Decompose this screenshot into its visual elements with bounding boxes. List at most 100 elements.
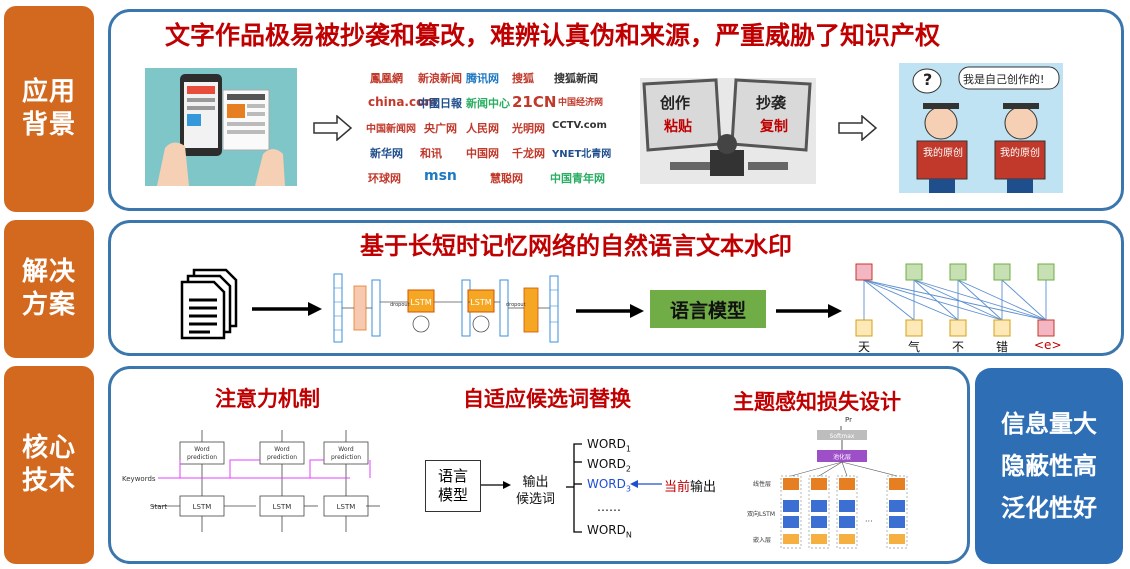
tab-background-line1: 应用 [21, 77, 76, 107]
bilstm-node [889, 500, 905, 512]
candidate-word-2: WORD2 [587, 457, 631, 474]
arrow-right-icon [481, 481, 511, 489]
output-word-label: 输出 [690, 480, 717, 495]
cartoon-board-right: 我的原创 [1000, 148, 1040, 159]
arrow-right-icon [313, 115, 353, 141]
bilstm-layer-label: 双向LSTM [747, 510, 775, 518]
language-model-box: 语言模型 [650, 290, 766, 328]
logo-hexun: 和讯 [420, 147, 442, 160]
candidate-word-3: WORD3 [587, 477, 631, 494]
logo-qianlong: 千龙网 [512, 147, 545, 160]
softmax-label: Softmax [830, 433, 855, 440]
logo-sohu-news: 搜狐新闻 [554, 72, 598, 85]
start-label: Start [150, 503, 167, 511]
word-prediction-label: Word [274, 446, 290, 453]
bottom-node [949, 319, 967, 337]
logo-huanqiu: 环球网 [368, 172, 401, 185]
bottom-node [1037, 319, 1055, 337]
output-label-1: 输出 [522, 475, 549, 490]
bilstm-node [811, 516, 827, 528]
linear-node [783, 478, 799, 490]
background-title: 文字作品极易被抄袭和篡改，难辨认真伪和来源，严重威胁了知识产权 [165, 21, 941, 50]
linear-node [811, 478, 827, 490]
bilstm-node [783, 516, 799, 528]
cartoon-speech: 我是自己创作的! [963, 73, 1045, 86]
logo-xinhua: 新华网 [370, 147, 403, 160]
word-prediction-label: prediction [267, 454, 297, 461]
word-prediction-label: prediction [187, 454, 217, 461]
tab-core-line1: 核心 [21, 433, 76, 463]
lm-box-line2: 模型 [437, 486, 468, 504]
bilstm-node [839, 500, 855, 512]
bilstm-node [783, 500, 799, 512]
logo-china-com: china.com [368, 95, 437, 109]
solution-title: 基于长短时记忆网络的自然语言文本水印 [360, 232, 792, 260]
arrow-right-icon [576, 304, 644, 318]
top-node [855, 263, 873, 281]
logo-chinadaily: 中國日報 [418, 97, 462, 110]
advantage-2: 隐蔽性高 [1001, 452, 1097, 480]
cartoon-question-mark: ? [923, 70, 933, 89]
dropout-label: dropout [390, 302, 410, 308]
lstm-node-label: LSTM [410, 298, 431, 307]
token-attention-diagram [855, 263, 1055, 337]
embed-layer-label: 嵌入层 [753, 537, 771, 544]
token-label: <e> [1034, 338, 1062, 352]
monitor-right-label1: 抄袭 [756, 94, 787, 112]
candidate-word-1: WORD1 [587, 437, 631, 454]
advantages-box: 信息量大 隐蔽性高 泛化性好 [975, 368, 1123, 564]
logo-sina: 新浪新闻 [418, 72, 462, 85]
dropout-label: dropout [506, 302, 526, 308]
svg-text:···: ··· [865, 517, 873, 526]
token-label: 错 [995, 340, 1008, 354]
logo-cctv: CCTV.com [552, 120, 607, 131]
tab-background: 应用 背景 [4, 6, 94, 212]
token-label: 天 [857, 340, 870, 354]
linear-node [839, 478, 855, 490]
monitor-right-label2: 复制 [760, 119, 788, 135]
lm-box-small: 语言 模型 [425, 460, 481, 512]
logo-sohu: 搜狐 [512, 72, 534, 85]
token-label: 不 [951, 340, 964, 354]
logo-gmw: 光明网 [512, 122, 545, 135]
output-label-2: 候选词 [516, 492, 556, 507]
copy-monitors-illustration [640, 78, 816, 184]
lstm-network-diagram: LSTM LSTM dropout dropout [333, 273, 559, 343]
current-label: 当前 [664, 480, 691, 495]
section-attention-title: 注意力机制 [215, 387, 320, 411]
monitor-left-label1: 创作 [660, 94, 691, 112]
tab-core-line2: 技术 [21, 466, 76, 496]
tablet-illustration [145, 68, 297, 186]
dispute-cartoon [899, 63, 1063, 193]
logo-msn: msn [424, 168, 457, 184]
advantage-1: 信息量大 [1001, 410, 1097, 438]
tab-solution-line2: 方案 [21, 290, 76, 320]
logo-ifeng: 鳳凰網 [370, 72, 403, 85]
token-row: 天气不错<e> [846, 338, 1070, 354]
logo-chinanet: 中国网 [466, 147, 499, 160]
logo-youth: 中国青年网 [550, 172, 605, 185]
logo-21cn: 21CN [512, 93, 557, 111]
news-logos: 鳳凰網 新浪新闻 腾讯网 搜狐 搜狐新闻 china.com 中國日報 新闻中心… [362, 64, 612, 190]
linear-layer-label: 线性层 [753, 480, 771, 488]
embed-node [839, 534, 855, 544]
logo-ynet: YNET北青网 [552, 149, 612, 160]
candidate-word-n: WORDN [587, 523, 632, 540]
current-output-label: 当前输出 [664, 476, 716, 495]
advantage-3: 泛化性好 [1001, 494, 1097, 522]
lstm-cell-label: LSTM [337, 503, 356, 511]
candidate-bracket [566, 443, 582, 533]
language-model-label: 语言模型 [669, 299, 746, 322]
logo-people: 人民网 [466, 122, 499, 135]
output-candidates-label: 输出 候选词 [516, 474, 555, 508]
attention-mechanism-diagram: WordpredictionLSTMWordpredictionLSTMWord… [122, 430, 380, 532]
pr-label: Pr [845, 416, 852, 424]
logo-qq: 腾讯网 [466, 72, 499, 85]
tab-core: 核心 技术 [4, 366, 94, 564]
top-node [993, 263, 1011, 281]
bilstm-node [889, 516, 905, 528]
cartoon-board-left: 我的原创 [923, 148, 963, 159]
linear-node [889, 478, 905, 490]
top-node [1037, 263, 1055, 281]
logo-tom: 新闻中心 [466, 97, 510, 110]
